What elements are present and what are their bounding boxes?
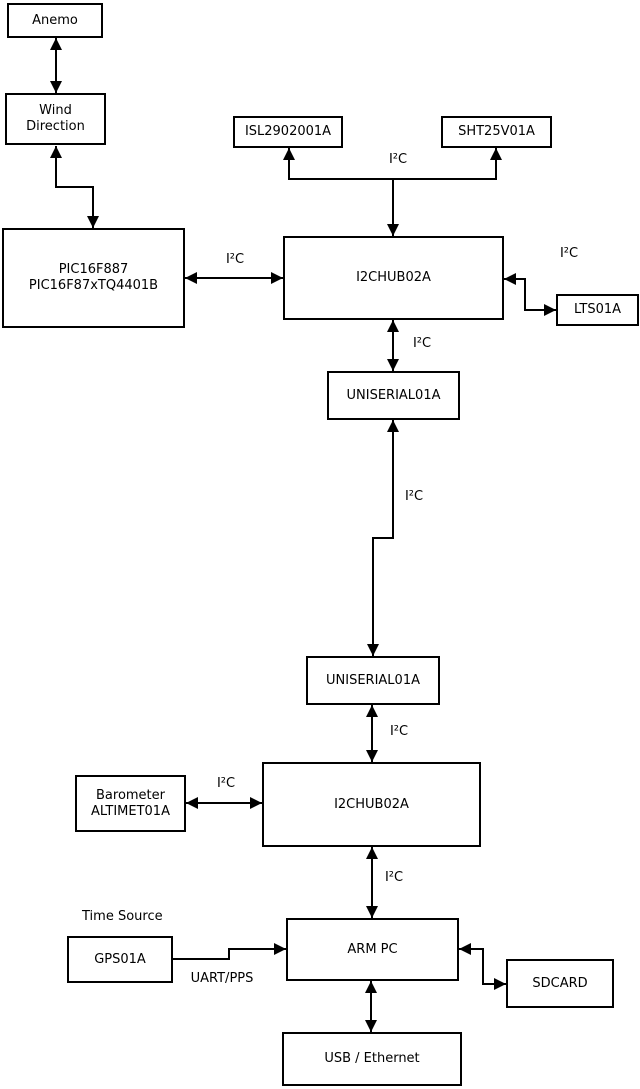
node-isl2902001a: ISL2902001A [233,116,343,148]
node-anemo: Anemo [7,3,103,38]
edge-gps-armpc [173,943,286,960]
edge-hub1-lts [504,273,556,316]
edge-label-uart-pps: UART/PPS [190,971,254,986]
node-arm-pc: ARM PC [286,918,459,981]
edge-uniserial1-uniserial2 [367,420,399,656]
node-anemo-label: Anemo [32,12,78,28]
node-gps01a-label: GPS01A [94,951,146,967]
node-usb-ethernet: USB / Ethernet [282,1032,462,1086]
edge-label-i2c-top-branch: I²C [388,152,408,167]
node-lts01a: LTS01A [556,294,639,326]
node-pic-line2: PIC16F87xTQ4401B [28,278,159,293]
node-sht25v01a-label: SHT25V01A [458,124,535,139]
node-barometer: Barometer ALTIMET01A [75,775,186,832]
node-usb-ethernet-label: USB / Ethernet [324,1051,420,1066]
node-pic: PIC16F887 PIC16F87xTQ4401B [2,228,185,328]
edge-label-i2c-hub1-uniserial1: I²C [412,336,432,351]
edge-label-i2c-pic-hub1: I²C [225,252,245,267]
edge-label-i2c-barometer-hub2: I²C [216,776,236,791]
edge-armpc-sdcard [459,943,506,990]
node-i2chub02a-bottom-label: I2CHUB02A [334,796,409,812]
node-pic-line1: PIC16F887 [58,262,129,277]
node-i2chub02a-top-label: I2CHUB02A [356,270,431,285]
node-gps01a: GPS01A [67,936,173,983]
node-uniserial01a-top: UNISERIAL01A [327,371,460,420]
node-arm-pc-label: ARM PC [347,941,398,957]
node-i2chub02a-top: I2CHUB02A [283,236,504,320]
node-wind-direction-line2: Direction [26,119,85,134]
edge-hub1-sht [393,148,502,180]
edge-label-i2c-uniserial2-hub2: I²C [389,724,409,739]
node-uniserial01a-bottom: UNISERIAL01A [306,656,440,705]
edge-wind-pic [50,146,99,228]
label-time-source: Time Source [82,909,163,924]
edge-label-i2c-hub2-armpc: I²C [384,870,404,885]
node-isl2902001a-label: ISL2902001A [244,124,332,139]
node-lts01a-label: LTS01A [573,302,622,317]
node-sht25v01a: SHT25V01A [441,116,552,148]
node-i2chub02a-bottom: I2CHUB02A [262,762,481,847]
edge-label-i2c-hub1-lts: I²C [559,246,579,261]
node-sdcard-label: SDCARD [532,975,588,991]
node-wind-direction-line1: Wind [39,103,72,118]
edge-hub1-isl [283,148,393,180]
node-uniserial01a-bottom-label: UNISERIAL01A [326,672,420,688]
node-wind-direction: Wind Direction [5,93,106,145]
node-uniserial01a-top-label: UNISERIAL01A [346,387,441,403]
node-barometer-line1: Barometer [96,787,165,803]
node-sdcard: SDCARD [506,959,614,1008]
edge-label-i2c-uniserial1-uniserial2: I²C [404,489,424,504]
node-barometer-line2: ALTIMET01A [91,803,170,819]
